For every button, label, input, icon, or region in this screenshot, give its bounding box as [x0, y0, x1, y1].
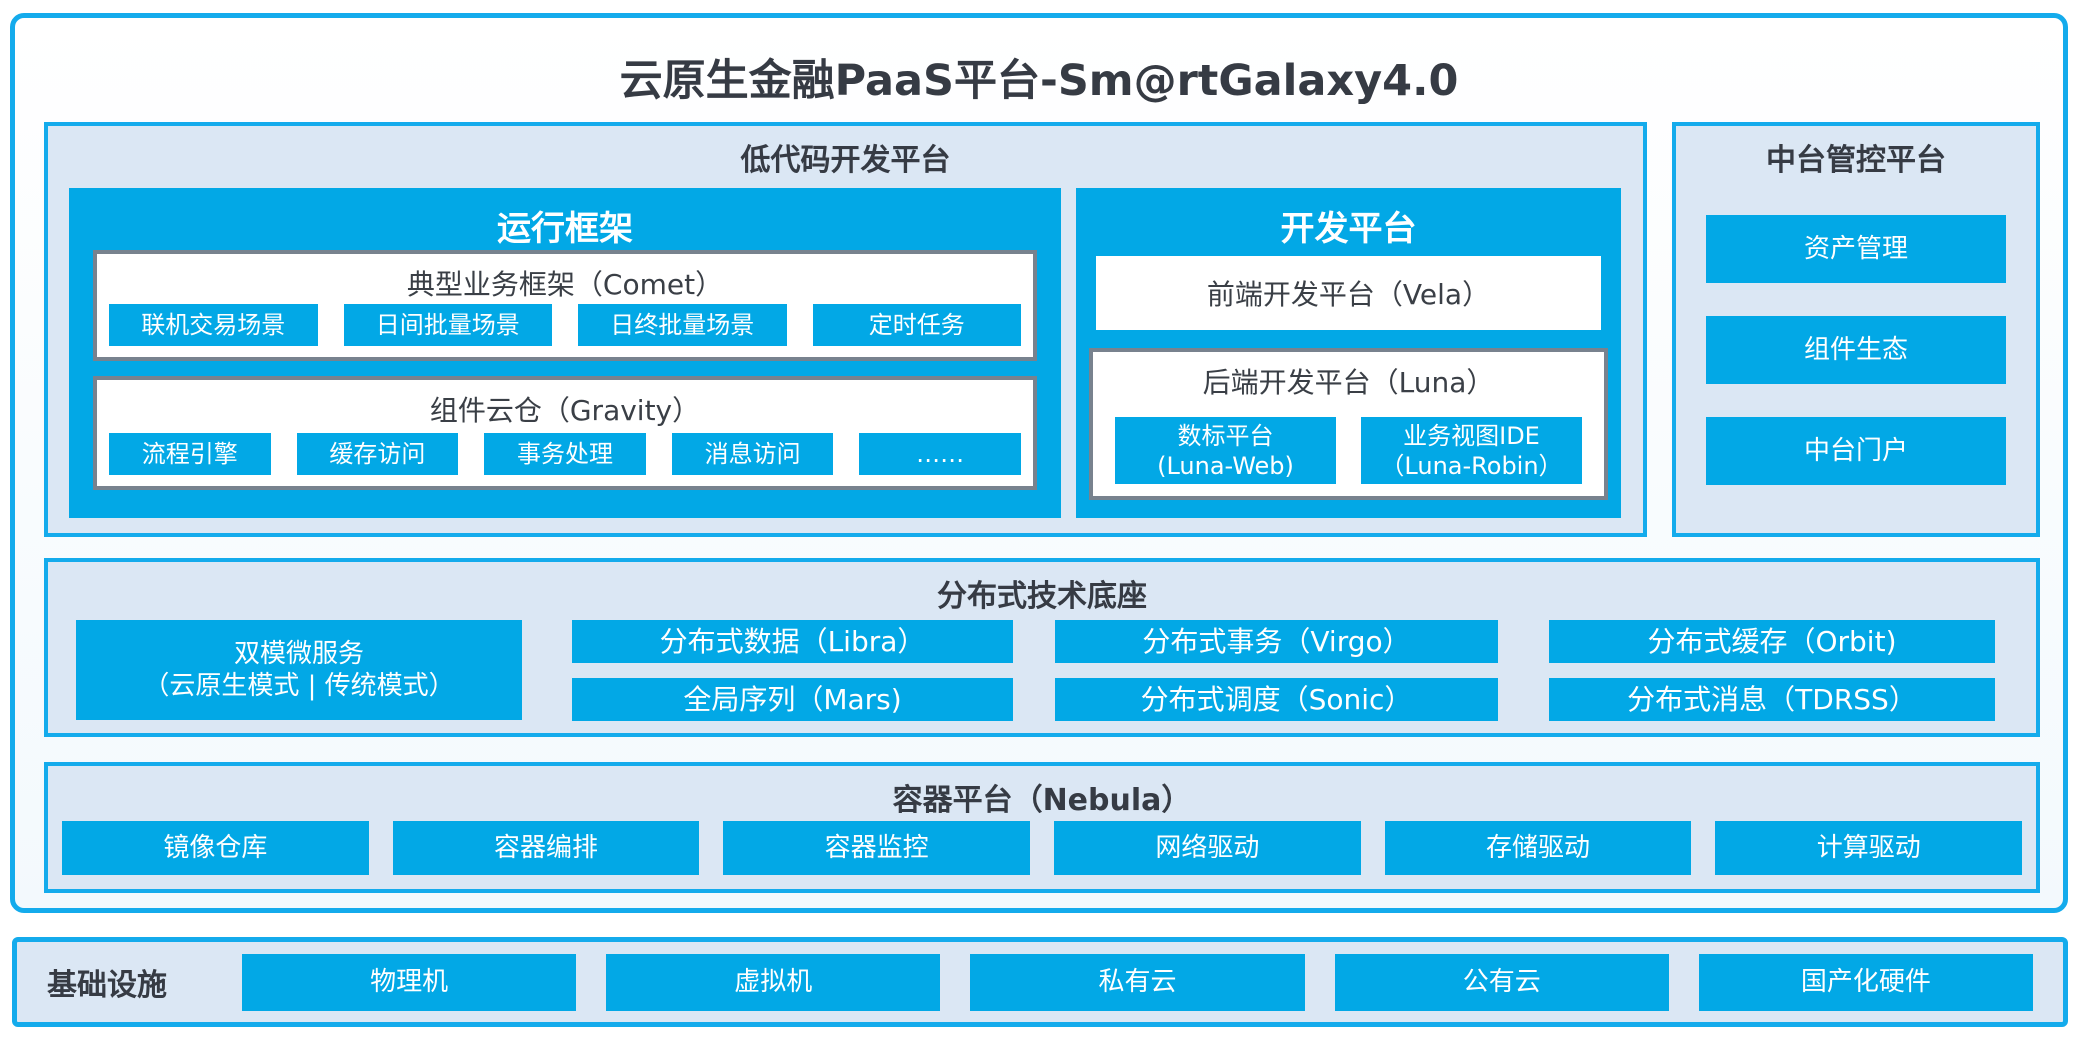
gravity-title: 组件云仓（Gravity）: [429, 394, 701, 427]
comet-item: 日间批量场景: [343, 304, 552, 346]
comet-box: 典型业务框架（Comet） 联机交易场景 日间批量场景 日终批量场景 定时任务: [93, 250, 1037, 361]
dual-mode-line2: （云原生模式 | 传统模式）: [143, 671, 455, 701]
container-items-row: 镜像仓库 容器编排 容器监控 网络驱动 存储驱动 计算驱动: [62, 821, 2023, 875]
comet-item: 定时任务: [812, 304, 1021, 346]
infrastructure-item: 公有云: [1334, 953, 1669, 1011]
distributed-item: 分布式事务（Virgo）: [1055, 620, 1498, 663]
distributed-item: 分布式缓存（Orbit): [1549, 620, 1995, 663]
luna-item: 数标平台 (Luna-Web): [1115, 417, 1336, 484]
middle-platform-item: 组件生态: [1706, 316, 2006, 384]
container-item: 容器编排: [392, 821, 700, 875]
panel-container-platform: 容器平台（Nebula） 镜像仓库 容器编排 容器监控 网络驱动 存储驱动 计算…: [44, 762, 2040, 893]
gravity-item: 缓存访问: [296, 433, 459, 475]
panel-middle-platform: 中台管控平台 资产管理 组件生态 中台门户: [1672, 122, 2040, 537]
panel-distributed: 分布式技术底座 双模微服务 （云原生模式 | 传统模式） 分布式数据（Libra…: [44, 558, 2040, 737]
infrastructure-item: 物理机: [242, 953, 577, 1011]
comet-item: 日终批量场景: [578, 304, 787, 346]
dual-mode-microservice-block: 双模微服务 （云原生模式 | 传统模式）: [76, 620, 522, 720]
luna-item-line2: （Luna-Robin）: [1380, 451, 1563, 480]
comet-items-row: 联机交易场景 日间批量场景 日终批量场景 定时任务: [109, 304, 1021, 346]
container-item: 镜像仓库: [62, 821, 369, 875]
luna-box: 后端开发平台（Luna） 数标平台 (Luna-Web) 业务视图IDE （Lu…: [1089, 348, 1608, 500]
container-item: 计算驱动: [1715, 821, 2023, 875]
distributed-item: 分布式调度（Sonic）: [1055, 678, 1498, 721]
luna-item-line1: 业务视图IDE: [1403, 421, 1540, 450]
luna-item-line2: (Luna-Web): [1157, 451, 1294, 480]
container-item: 容器监控: [723, 821, 1031, 875]
distributed-item: 分布式数据（Libra）: [572, 620, 1013, 663]
middle-platform-item: 中台门户: [1706, 417, 2006, 485]
gravity-item: 事务处理: [484, 433, 646, 475]
middle-platform-stack: 资产管理 组件生态 中台门户: [1676, 179, 2036, 485]
gravity-items-row: 流程引擎 缓存访问 事务处理 消息访问 ……: [109, 433, 1021, 475]
vela-block: 前端开发平台（Vela）: [1096, 256, 1601, 330]
lowcode-header: 低代码开发平台: [740, 143, 951, 178]
gravity-item: ……: [859, 433, 1021, 475]
dev-platform-title: 开发平台: [1280, 209, 1417, 249]
infrastructure-item: 私有云: [970, 953, 1305, 1011]
container-item: 网络驱动: [1054, 821, 1361, 875]
distributed-item: 分布式消息（TDRSS）: [1549, 678, 1995, 721]
runtime-title: 运行框架: [497, 209, 633, 249]
luna-item: 业务视图IDE （Luna-Robin）: [1361, 417, 1582, 484]
infrastructure-label: 基础设施: [47, 968, 167, 1003]
distributed-item: 全局序列（Mars): [572, 678, 1013, 721]
gravity-item: 消息访问: [671, 433, 834, 475]
container-platform-header: 容器平台（Nebula）: [892, 783, 1192, 818]
dual-mode-line1: 双模微服务: [233, 638, 364, 669]
infrastructure-item: 虚拟机: [606, 953, 941, 1011]
distributed-header: 分布式技术底座: [937, 579, 1147, 614]
comet-title: 典型业务框架（Comet）: [406, 268, 724, 301]
main-frame: 云原生金融PaaS平台-Sm@rtGalaxy4.0 低代码开发平台 运行框架 …: [10, 13, 2068, 913]
dev-platform-box: 开发平台 前端开发平台（Vela） 后端开发平台（Luna） 数标平台 (Lun…: [1076, 188, 1621, 518]
middle-platform-item: 资产管理: [1706, 215, 2006, 283]
middle-platform-header: 中台管控平台: [1766, 143, 1946, 178]
runtime-framework-box: 运行框架 典型业务框架（Comet） 联机交易场景 日间批量场景 日终批量场景 …: [69, 188, 1061, 518]
luna-items-row: 数标平台 (Luna-Web) 业务视图IDE （Luna-Robin）: [1115, 417, 1582, 484]
infrastructure-items-row: 物理机 虚拟机 私有云 公有云 国产化硬件: [242, 953, 2034, 1011]
gravity-box: 组件云仓（Gravity） 流程引擎 缓存访问 事务处理 消息访问 ……: [93, 376, 1037, 490]
panel-lowcode: 低代码开发平台 运行框架 典型业务框架（Comet） 联机交易场景 日间批量场景…: [44, 122, 1647, 537]
page-title: 云原生金融PaaS平台-Sm@rtGalaxy4.0: [619, 56, 1459, 106]
comet-item: 联机交易场景: [109, 304, 318, 346]
infrastructure-item: 国产化硬件: [1698, 953, 2034, 1011]
gravity-item: 流程引擎: [109, 433, 271, 475]
luna-title: 后端开发平台（Luna）: [1202, 366, 1495, 399]
container-item: 存储驱动: [1384, 821, 1692, 875]
luna-item-line1: 数标平台: [1177, 421, 1274, 450]
panel-infrastructure: 基础设施 物理机 虚拟机 私有云 公有云 国产化硬件: [12, 937, 2068, 1027]
